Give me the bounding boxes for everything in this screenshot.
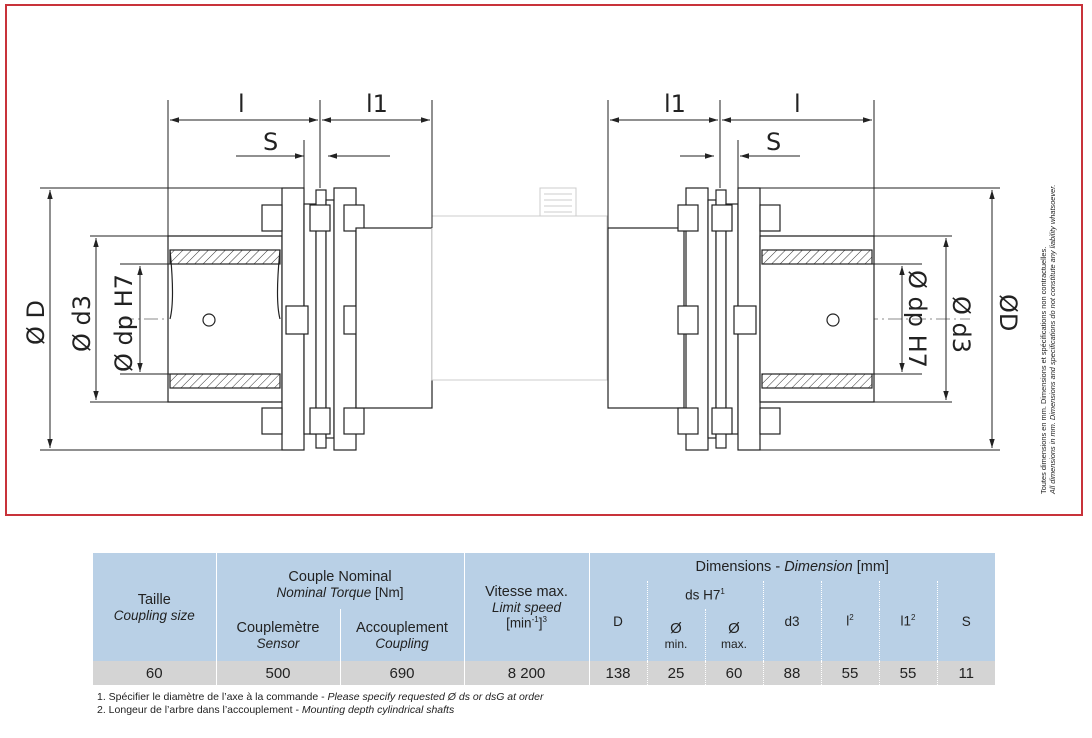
header-d3: d3: [762, 581, 821, 661]
cell-ds-max: 60: [704, 661, 763, 685]
technical-drawing: l l1 S l1 l S Ø D Ø d3 Ø dp H7 ØD Ø d3 Ø…: [22, 90, 1022, 451]
drawing-frame: [5, 4, 1083, 516]
header-ds-min: Ø min.: [646, 609, 705, 661]
table-row: 60 500 690 8 200 138 25 60 88 55 55 11: [93, 661, 995, 685]
disclaimer-note: Toutes dimensions en mm. Dimensions et s…: [1039, 0, 1057, 494]
header-ds: ds H71: [646, 581, 763, 609]
footnote-1: 1. Spécifier le diamètre de l’axe à la c…: [97, 691, 544, 703]
disclaimer-en: All dimensions in mm. Dimensions and spe…: [1047, 184, 1057, 494]
header-l1: l12: [878, 581, 937, 661]
dim-d3-left: Ø d3: [68, 295, 96, 352]
left-dimensions: [40, 100, 433, 451]
dim-l1-left: l1: [366, 90, 388, 118]
header-vitesse: Vitesse max. Limit speed [min-1]3: [463, 553, 589, 661]
cell-coupling: 690: [339, 661, 464, 685]
dim-l-left: l: [238, 90, 245, 118]
left-coupling: [167, 187, 433, 451]
dim-s-left: S: [263, 128, 278, 156]
cell-S: 11: [936, 661, 995, 685]
dim-dp-left: Ø dp H7: [110, 274, 138, 372]
footnotes: 1. Spécifier le diamètre de l’axe à la c…: [97, 691, 543, 716]
right-dimensions: [607, 100, 1000, 451]
cell-sensor: 500: [215, 661, 340, 685]
header-S: S: [936, 581, 995, 661]
dim-dp-right: Ø dp H7: [903, 270, 931, 368]
dim-D-left: Ø D: [22, 300, 50, 345]
header-dimensions: Dimensions - Dimension [mm]: [588, 553, 995, 581]
cell-l1: 55: [878, 661, 937, 685]
header-ds-max: Ø max.: [704, 609, 763, 661]
footnote-2: 2. Longeur de l’arbre dans l’accouplemen…: [97, 703, 455, 716]
cell-ds-min: 25: [646, 661, 705, 685]
header-taille: Taille Coupling size: [93, 553, 216, 661]
right-coupling: [607, 187, 875, 451]
cell-D: 138: [588, 661, 647, 685]
sensor-body: [431, 187, 608, 381]
cell-d3: 88: [762, 661, 821, 685]
spec-table: Taille Coupling size Couple Nominal Nomi…: [93, 553, 995, 685]
dim-d3-right: Ø d3: [947, 296, 975, 353]
header-accouplement: Accouplement Coupling: [339, 609, 464, 661]
dim-l-right: l: [794, 90, 801, 118]
dim-D-right: ØD: [994, 294, 1022, 331]
dim-l1-right: l1: [664, 90, 686, 118]
cell-taille: 60: [93, 661, 216, 685]
header-couple-nominal: Couple Nominal Nominal Torque [Nm]: [215, 553, 464, 609]
cell-speed: 8 200: [463, 661, 589, 685]
dim-s-right: S: [766, 128, 781, 156]
header-D: D: [588, 581, 647, 661]
header-couplemetre: Couplemètre Sensor: [215, 609, 340, 661]
header-l: l2: [820, 581, 879, 661]
cell-l: 55: [820, 661, 879, 685]
